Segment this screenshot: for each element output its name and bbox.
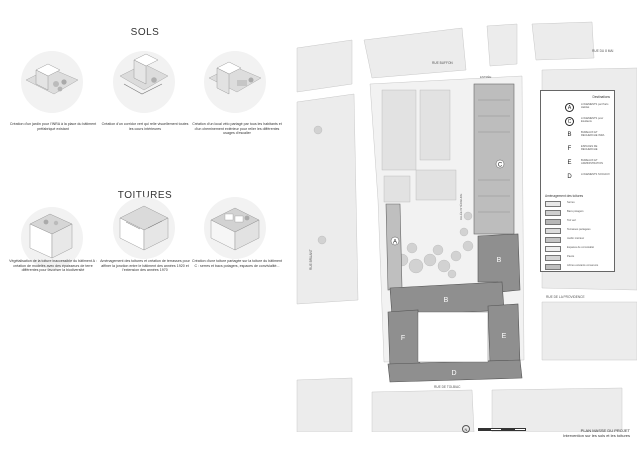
legend-item: Arbres existants conservés (545, 264, 613, 272)
building-f-label: F (401, 335, 405, 342)
plan-title: PLAN MASSE DU PROJET (580, 428, 630, 433)
section-title-sols: SOLS (130, 27, 160, 38)
sols-caption-3: Création d'un local vélo partagé par tou… (192, 122, 282, 136)
legend-item: Pavés (545, 255, 613, 263)
sols-caption-2: Création d'un corridor vert qui relie vi… (101, 122, 189, 131)
legend-entry: A LOGEMENTS par Paris Habitat (545, 103, 613, 119)
legend-entry: C LOGEMENTS pour Etudiants (545, 117, 613, 133)
plan-subtitle: Intervention sur les sols et les toiture… (563, 433, 630, 438)
street-right-top: RUE DU 8 MAI (592, 49, 614, 53)
legend-entry: D LOGEMENTS SOCIAUX (567, 173, 610, 180)
street-center: ALLÉE INTÉRIEURE (458, 193, 463, 220)
entry-label: ENTRÉE (480, 74, 491, 79)
north-arrow-icon: N (462, 425, 470, 433)
project-buildings (387, 233, 523, 383)
legend-swatch (545, 201, 561, 207)
building-b-upper-label: B (497, 257, 502, 264)
scale-bar (478, 428, 526, 431)
plan-legend: Destinations A LOGEMENTS par Paris Habit… (540, 90, 615, 272)
street-bottom: RUE DE TOLBIAC (434, 385, 461, 389)
street-right-mid: RUE DE LA PROVIDENCE (546, 295, 585, 299)
legend-swatch (545, 210, 561, 216)
street-top: RUE BUFFON (432, 61, 453, 65)
plan-title-block: PLAN MASSE DU PROJET Intervention sur le… (545, 428, 630, 438)
legend-swatch (545, 228, 561, 234)
legend-entry: B BUREAUX ET RECHERCHE INRA (567, 131, 605, 138)
toitures-vignette-2 (112, 196, 176, 260)
toitures-caption-1: Végétalisation de la toiture inaccessibl… (9, 259, 97, 273)
legend-item: Serres (545, 201, 613, 209)
trees (313, 125, 569, 279)
building-c-label: C (498, 163, 503, 169)
legend-entry: F ESPACES DE RECHERCHE (567, 145, 598, 152)
toitures-caption-3: Création d'une toiture partagée sur la t… (192, 259, 282, 268)
sols-vignette-2 (112, 50, 176, 114)
street-left: RUE BRUANT (309, 249, 313, 270)
legend-swatch (545, 237, 561, 243)
legend-subheading: Aménagement des toitures (545, 194, 584, 198)
sols-vignette-3 (203, 50, 267, 114)
legend-item: Toit vert (545, 219, 613, 227)
legend-item: Terrasses partagées (545, 228, 613, 236)
legend-heading: Destinations (592, 95, 610, 99)
section-title-toitures: TOITURES (117, 190, 173, 201)
building-a-label: A (393, 240, 397, 246)
building-e-label: E (502, 333, 507, 340)
sols-caption-1: Création d'un jardin pour l'INRA à la pl… (9, 122, 97, 131)
building-d-label: D (451, 370, 456, 377)
toitures-caption-2: Aménagement des toitures et création de … (100, 259, 190, 273)
legend-swatch (545, 219, 561, 225)
axonometric-panel: SOLS Création d'un jardin pour l'INRA à … (0, 0, 290, 450)
legend-entry: E BUREAUX ET ADMINISTRATION (567, 159, 603, 166)
legend-item: Jardin intérieur (545, 237, 613, 245)
building-b-lower-label: B (444, 297, 449, 304)
legend-swatch (545, 264, 561, 270)
sols-vignette-1 (20, 50, 84, 114)
legend-swatch (545, 246, 561, 252)
legend-item: Bacs potagers (545, 210, 613, 218)
legend-swatch (545, 255, 561, 261)
toitures-vignette-1 (20, 206, 84, 270)
legend-item: Espaces de convivialité (545, 246, 613, 254)
toitures-vignette-3 (203, 196, 267, 260)
